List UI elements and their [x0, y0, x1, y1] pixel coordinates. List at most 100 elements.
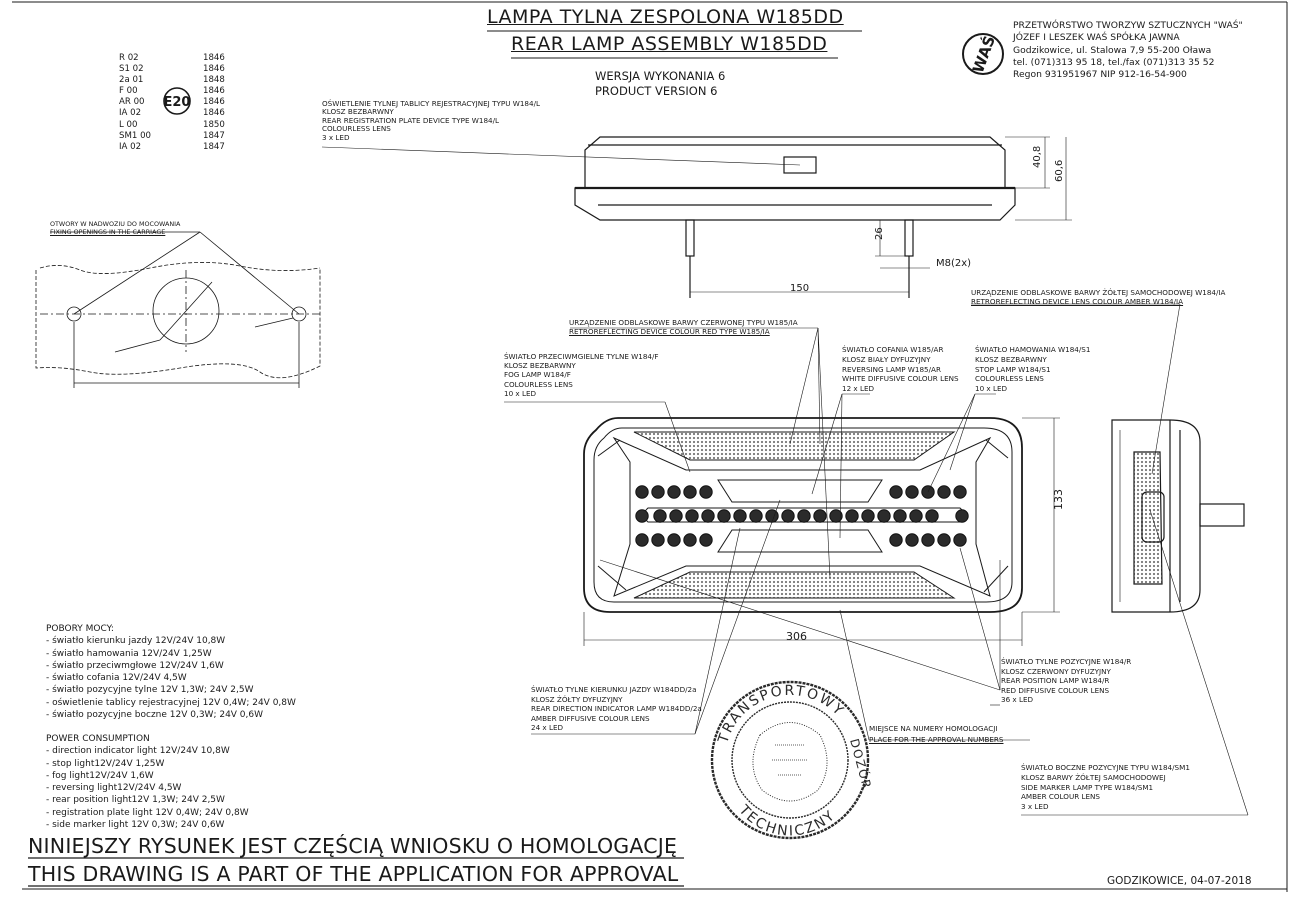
led-dot — [653, 509, 667, 523]
callout-line: ŚWIATŁO TYLNE POZYCYJNE W184/R — [1001, 657, 1132, 666]
dim-306: 306 — [786, 630, 807, 643]
power-consumption-pl: POBORY MOCY: - światło kierunku jazdy 12… — [46, 623, 296, 721]
callout-line: KLOSZ ŻÓŁTY DYFUZYJNY — [531, 694, 623, 704]
callout-reversing: ŚWIATŁO COFANIA W185/AR KLOSZ BIAŁY DYFU… — [842, 345, 959, 394]
lamp-side-view — [1111, 419, 1245, 613]
led-dot — [953, 533, 967, 547]
callout-line: COLOURLESS LENS — [504, 379, 573, 389]
led-dot — [733, 509, 747, 523]
company-line: JÓZEF I LESZEK WAŚ SPÓŁKA JAWNA — [1013, 32, 1180, 44]
callout-line: WHITE DIFFUSIVE COLOUR LENS — [842, 374, 959, 384]
leader-lines — [504, 303, 1249, 816]
lamp-top-view — [321, 136, 1072, 298]
callout-line: ŚWIATŁO TYLNE KIERUNKU JAZDY W184DD/2a — [531, 685, 697, 694]
led-dot — [683, 485, 697, 499]
power-line: - direction indicator light 12V/24V 10,8… — [46, 746, 230, 757]
led-dot — [905, 485, 919, 499]
power-line: - światło pozycyjne tylne 12V 1,3W; 24V … — [46, 685, 254, 696]
approval-number: 1846 — [203, 53, 225, 63]
svg-text:WAŚ: WAŚ — [968, 33, 999, 75]
power-line: - registration plate light 12V 0,4W; 24V… — [46, 807, 249, 818]
callout-line: ŚWIATŁO HAMOWANIA W184/S1 — [975, 345, 1091, 354]
power-heading: POWER CONSUMPTION — [46, 734, 150, 744]
led-dot — [813, 509, 827, 523]
dim-40-8: 40,8 — [1032, 146, 1043, 168]
callout-side-marker: ŚWIATŁO BOCZNE POZYCYJNE TYPU W184/SM1 K… — [1021, 763, 1190, 812]
callout-line: OTWORY W NADWOZIU DO MOCOWANIA — [50, 220, 181, 228]
dim-150: 150 — [790, 283, 809, 294]
led-dot — [781, 509, 795, 523]
callout-stop: ŚWIATŁO HAMOWANIA W184/S1 KLOSZ BEZBARWN… — [975, 345, 1090, 394]
power-line: - fog light12V/24V 1,6W — [46, 770, 154, 781]
led-dot — [937, 533, 951, 547]
callout-line: KLOSZ BEZBARWNY — [322, 107, 394, 117]
led-dot — [921, 533, 935, 547]
led-dot — [699, 533, 713, 547]
callout-line: FOG LAMP W184/F — [504, 370, 571, 380]
lamp-front-view — [583, 417, 1023, 613]
led-dot — [683, 533, 697, 547]
callout-line: COLOURLESS LENS — [975, 374, 1044, 384]
led-dot — [635, 509, 649, 523]
callout-position: ŚWIATŁO TYLNE POZYCYJNE W184/R KLOSZ CZE… — [1001, 657, 1131, 705]
power-line: - oświetlenie tablicy rejestracyjnej 12V… — [46, 697, 296, 708]
dim-26: 26 — [874, 227, 885, 240]
callout-line: 10 x LED — [504, 388, 537, 398]
callout-line: RETROREFLECTING DEVICE LENS COLOUR AMBER… — [971, 296, 1184, 306]
callout-line: URZĄDZENIE ODBLASKOWE BARWY CZERWONEJ TY… — [569, 318, 798, 327]
dim-60-6: 60,6 — [1054, 160, 1065, 182]
approval-number: 1848 — [203, 75, 225, 86]
led-dot — [797, 509, 811, 523]
approval-code: S1 02 — [119, 64, 144, 75]
callout-line: REVERSING LAMP W185/AR — [842, 364, 941, 374]
callout-homologation: MIEJSCE NA NUMERY HOMOLOGACJI PLACE FOR … — [869, 724, 1003, 745]
led-dot — [717, 509, 731, 523]
company-line: PRZETWÓRSTWO TWORZYW SZTUCZNYCH "WAŚ" — [1013, 20, 1243, 31]
callout-line: 24 x LED — [531, 723, 564, 733]
callout-line: MIEJSCE NA NUMERY HOMOLOGACJI — [869, 724, 998, 733]
led-dot — [635, 485, 649, 499]
led-dot — [667, 485, 681, 499]
led-dot — [953, 485, 967, 499]
callout-line: URZĄDZENIE ODBLASKOWE BARWY ŻÓŁTEJ SAMOC… — [971, 288, 1226, 297]
stamp-icon: TRANSPORTOWY TECHNICZNY DOZÓR — [710, 680, 875, 840]
power-heading: POBORY MOCY: — [46, 624, 114, 634]
callout-plate: OŚWIETLENIE TYLNEJ TABLICY REJESTRACYJNE… — [322, 99, 540, 142]
callout-fog: ŚWIATŁO PRZECIWMGIELNE TYLNE W184/F KLOS… — [504, 352, 659, 398]
led-dot — [667, 533, 681, 547]
e-mark-label: E20 — [164, 95, 191, 110]
callout-line: AMBER DIFFUSIVE COLOUR LENS — [531, 713, 650, 723]
callout-line: REAR DIRECTION INDICATOR LAMP W184DD/2a — [531, 704, 702, 714]
approval-code: R 02 — [119, 53, 139, 63]
power-line: - stop light12V/24V 1,25W — [46, 758, 165, 769]
approval-code: L 00 — [119, 119, 138, 130]
approval-row: R 02 1846 — [119, 53, 225, 64]
callout-line: FIXING OPENINGS IN THE CARRIAGE — [50, 227, 166, 236]
led-dot — [765, 509, 779, 523]
power-line: - side marker light 12V 0,3W; 24V 0,6W — [46, 820, 225, 831]
dim-133: 133 — [1052, 489, 1065, 510]
led-dot — [651, 485, 665, 499]
callout-line: REAR POSITION LAMP W184/R — [1001, 676, 1110, 686]
led-dot — [829, 509, 843, 523]
approval-number: 1846 — [203, 97, 225, 108]
power-consumption-en: POWER CONSUMPTION - direction indicator … — [46, 733, 249, 831]
callout-line: RETROREFLECTING DEVICE COLOUR RED TYPE W… — [569, 327, 770, 336]
approval-code: SM1 00 — [119, 130, 152, 141]
callout-line: SIDE MARKER LAMP TYPE W184/SM1 — [1021, 782, 1154, 792]
led-dot — [701, 509, 715, 523]
approval-code: IA 02 — [119, 108, 142, 119]
approval-code: 2a 01 — [119, 75, 144, 86]
led-dot — [889, 533, 903, 547]
approval-number: 1850 — [203, 119, 225, 130]
power-line: - światło cofania 12V/24V 4,5W — [46, 673, 187, 684]
approval-row: L 00 1850 — [119, 120, 225, 131]
led-dot — [685, 509, 699, 523]
company-line: Regon 931951967 NIP 912-16-54-900 — [1013, 69, 1187, 81]
notice-en: THIS DRAWING IS A PART OF THE APPLICATIO… — [28, 862, 679, 886]
approval-row: 2a 01 1848 — [119, 75, 225, 86]
callout-line: REAR REGISTRATION PLATE DEVICE TYPE W184… — [322, 115, 500, 125]
